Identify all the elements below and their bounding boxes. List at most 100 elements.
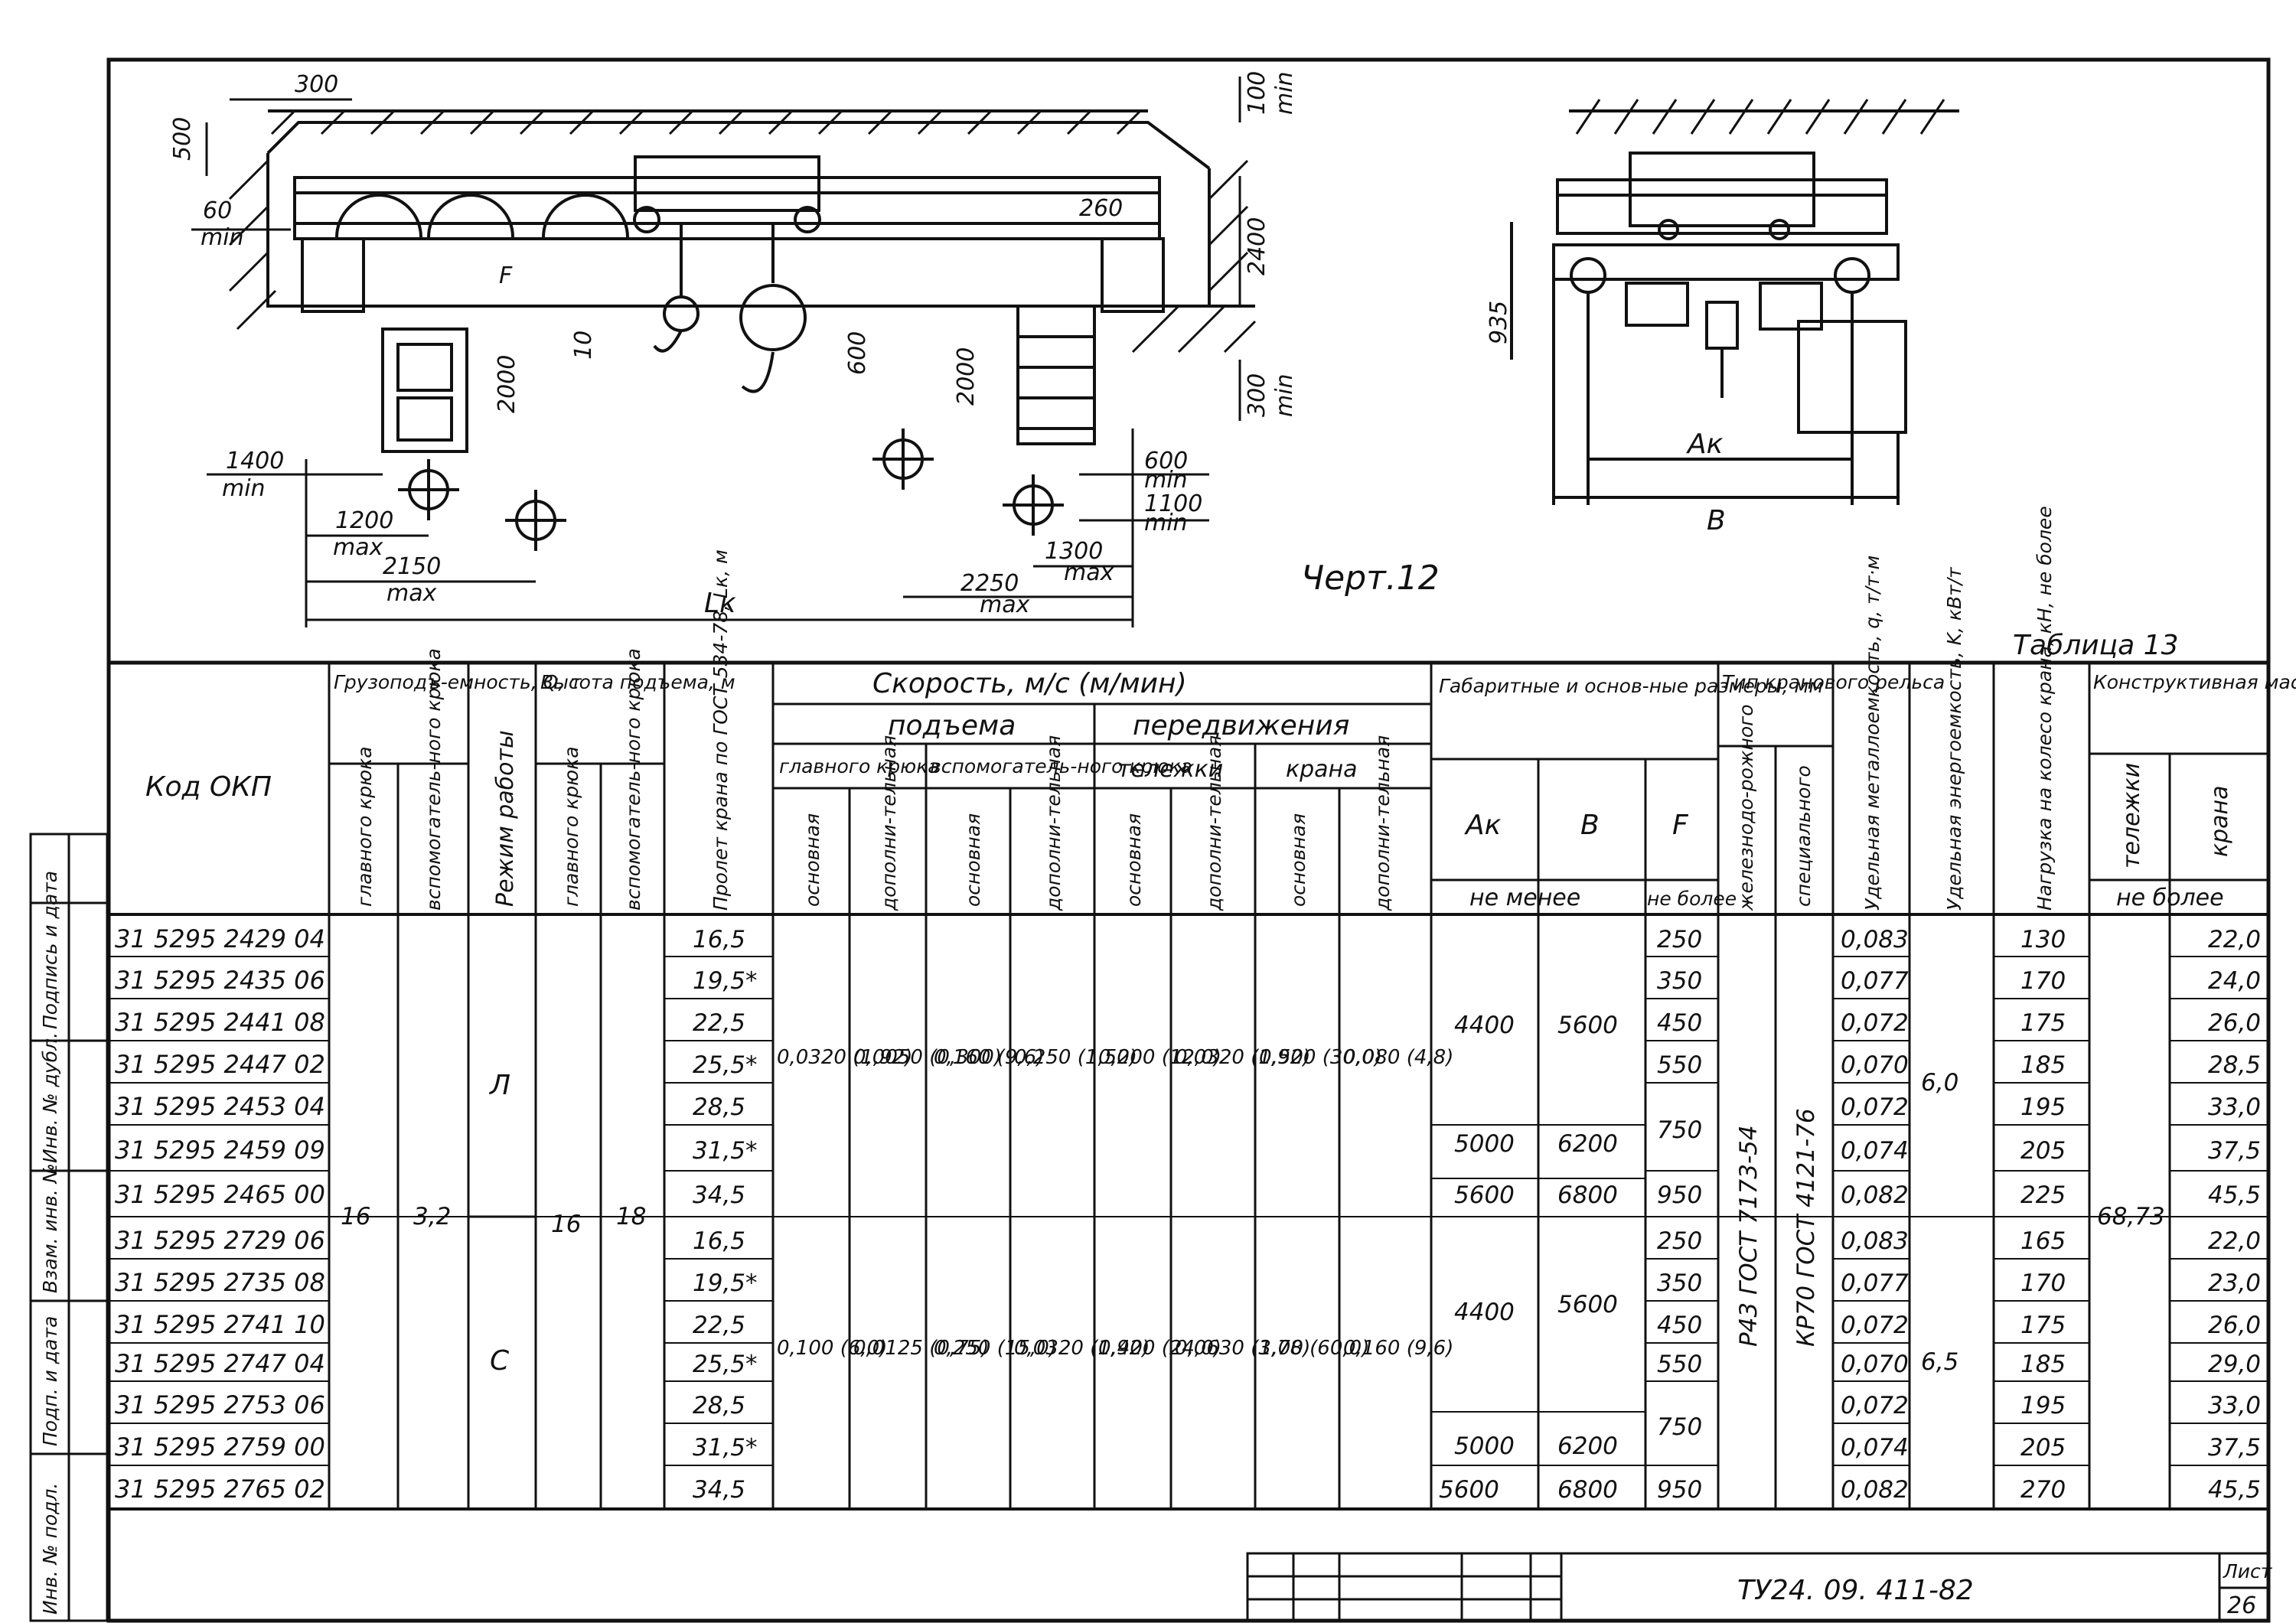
row-6-f: 950 xyxy=(1657,1181,1702,1209)
drawing-caption: Черт.12 xyxy=(1301,559,1440,598)
dim-1300-max: max xyxy=(1064,559,1114,586)
hdr-height-aux: вспомогатель-ного крюка xyxy=(622,648,644,911)
dim-1400: 1400 xyxy=(226,448,284,474)
table-title: Таблица 13 xyxy=(2013,630,2178,661)
merged-b-b2: 6200 xyxy=(1557,1432,1618,1460)
merged-rail-rc: Р43 ГОСТ 7173-54 xyxy=(1735,1125,1763,1347)
merged-b-c1: 6800 xyxy=(1557,1181,1618,1209)
row-0-wheel: 130 xyxy=(2020,926,2066,953)
row-4-code: 31 5295 2453 04 xyxy=(115,1092,325,1121)
dim-2000-right: 2000 xyxy=(953,347,980,406)
row-0-mass: 22,0 xyxy=(2208,926,2261,953)
merged-mode-l: Л xyxy=(488,1070,510,1101)
hdr-not-less: не менее xyxy=(1469,885,1580,911)
hdr-load-main: главного крюка xyxy=(354,746,376,907)
merged-k-l: 6,0 xyxy=(1921,1069,1958,1097)
dim-60: 60 xyxy=(203,197,232,224)
row-1-q: 0,077 xyxy=(1841,967,1909,995)
dim-1400-min: min xyxy=(222,475,266,502)
speed-c-6: 1,00 (60,0) xyxy=(1259,1337,1369,1360)
speed-l-3: 0,250 (1,50) xyxy=(1014,1046,1137,1069)
row-13-mass: 45,5 xyxy=(2208,1476,2261,1504)
table-body: 31 5295 2429 04 31 5295 2435 06 31 5295 … xyxy=(115,924,2261,1504)
dim-2000-left: 2000 xyxy=(494,355,520,413)
merged-load-aux: 3,2 xyxy=(413,1203,451,1230)
speed-l-1: 0,0050 (0,300) xyxy=(853,1046,1002,1069)
dim-2250-max: max xyxy=(980,592,1030,618)
hdr-basic-4: основная xyxy=(1287,813,1309,907)
row-3-f: 550 xyxy=(1657,1051,1702,1079)
stamp-designation: ТУ24. 09. 411-82 xyxy=(1737,1575,1974,1606)
speed-c-0: 0,100 (6,0) xyxy=(777,1337,887,1360)
sidebar-text-4: Инв. № подл. xyxy=(39,1483,61,1615)
speed-l-5: 0,0320 (1,92) xyxy=(1175,1046,1310,1069)
row-8-q: 0,077 xyxy=(1841,1269,1909,1297)
dim-100-min: min xyxy=(1271,71,1298,115)
merged-b-b1: 6200 xyxy=(1557,1130,1618,1158)
hdr-load: Грузоподъ-емность, Q, т xyxy=(334,671,582,693)
hdr-mass-trolley: тележки xyxy=(2118,763,2145,869)
dim-2150: 2150 xyxy=(383,553,441,580)
row-5-span: 31,5* xyxy=(693,1137,758,1165)
merged-ak-c2: 5600 xyxy=(1439,1476,1499,1504)
row-10-code: 31 5295 2747 04 xyxy=(115,1349,325,1378)
merged-height-main: 16 xyxy=(551,1211,581,1238)
hdr-extra-2: дополни-тельная xyxy=(1042,735,1065,911)
row-9-mass: 26,0 xyxy=(2208,1312,2261,1339)
dim-1200: 1200 xyxy=(335,507,393,534)
row-11-mass: 33,0 xyxy=(2208,1392,2261,1419)
row-lines xyxy=(109,956,2268,1466)
row-0-q: 0,083 xyxy=(1841,926,1909,953)
dim-935: 935 xyxy=(1486,301,1512,344)
dim-500: 500 xyxy=(169,117,196,161)
dim-2400: 2400 xyxy=(1244,217,1270,275)
hdr-mode: Режим работы xyxy=(492,730,519,907)
hdr-mass-not-more: не более xyxy=(2116,885,2224,911)
hdr-f: F xyxy=(1672,810,1689,841)
merged-ak-a1: 4400 xyxy=(1454,1012,1515,1039)
dim-ak: Aк xyxy=(1686,429,1724,460)
row-13-code: 31 5295 2765 02 xyxy=(115,1475,325,1504)
row-3-q: 0,070 xyxy=(1841,1051,1909,1079)
dim-600-min: min xyxy=(1144,467,1188,494)
row-6-mass: 45,5 xyxy=(2208,1181,2261,1209)
hdr-specific-metal: Удельная металлоемкость, q, т/т·м xyxy=(1861,556,1883,911)
row-13-q: 0,082 xyxy=(1841,1476,1909,1504)
hdr-span: Пролет крана по ГОСТ 534-78, Lк, м xyxy=(709,549,732,911)
hdr-extra-3: дополни-тельная xyxy=(1203,735,1225,911)
sidebar-text-2: Взам. инв. № xyxy=(39,1163,61,1293)
row-7-f: 250 xyxy=(1657,1227,1702,1255)
merged-rail-sp: КР70 ГОСТ 4121-76 xyxy=(1792,1108,1820,1347)
row-5-code: 31 5295 2459 09 xyxy=(115,1136,325,1165)
table-grid xyxy=(109,663,2268,1511)
row-13-f: 950 xyxy=(1657,1476,1702,1504)
hdr-code: Код ОКП xyxy=(145,771,272,803)
row-13-span: 34,5 xyxy=(693,1476,745,1504)
hdr-dims: Габаритные и основ-ные размеры, мм xyxy=(1439,675,1823,697)
row-11-code: 31 5295 2753 06 xyxy=(115,1390,325,1419)
speed-c-1: 0,0125 (0,75) xyxy=(853,1337,989,1360)
row-0-span: 16,5 xyxy=(693,926,745,953)
dim-1200-max: max xyxy=(333,534,383,561)
dim-100: 100 xyxy=(1244,71,1270,115)
dimension-lines xyxy=(191,77,1241,627)
dim-260: 260 xyxy=(1079,195,1123,222)
merged-height-aux: 18 xyxy=(616,1203,646,1230)
row-9-q: 0,072 xyxy=(1841,1312,1909,1339)
hdr-height-main: главного крюка xyxy=(560,746,582,907)
dim-2250: 2250 xyxy=(960,570,1019,597)
row-12-code: 31 5295 2759 00 xyxy=(115,1432,325,1462)
row-10-f: 550 xyxy=(1657,1351,1702,1378)
row-6-wheel: 225 xyxy=(2020,1181,2066,1209)
hdr-rail-rc: железнодо-рожного xyxy=(1735,704,1757,911)
merged-ak-c1: 5600 xyxy=(1454,1181,1515,1209)
speed-l-7: 0,080 (4,8) xyxy=(1343,1046,1453,1069)
row-7-mass: 22,0 xyxy=(2208,1227,2261,1255)
row-12-span: 31,5* xyxy=(693,1434,758,1462)
row-11-wheel: 195 xyxy=(2020,1392,2066,1419)
row-0-f: 250 xyxy=(1657,926,1702,953)
hdr-rail: Тип кранового рельса xyxy=(1722,671,1945,693)
row-9-code: 31 5295 2741 10 xyxy=(115,1310,325,1339)
row-11-q: 0,072 xyxy=(1841,1392,1909,1419)
row-3-span: 25,5* xyxy=(693,1051,758,1079)
